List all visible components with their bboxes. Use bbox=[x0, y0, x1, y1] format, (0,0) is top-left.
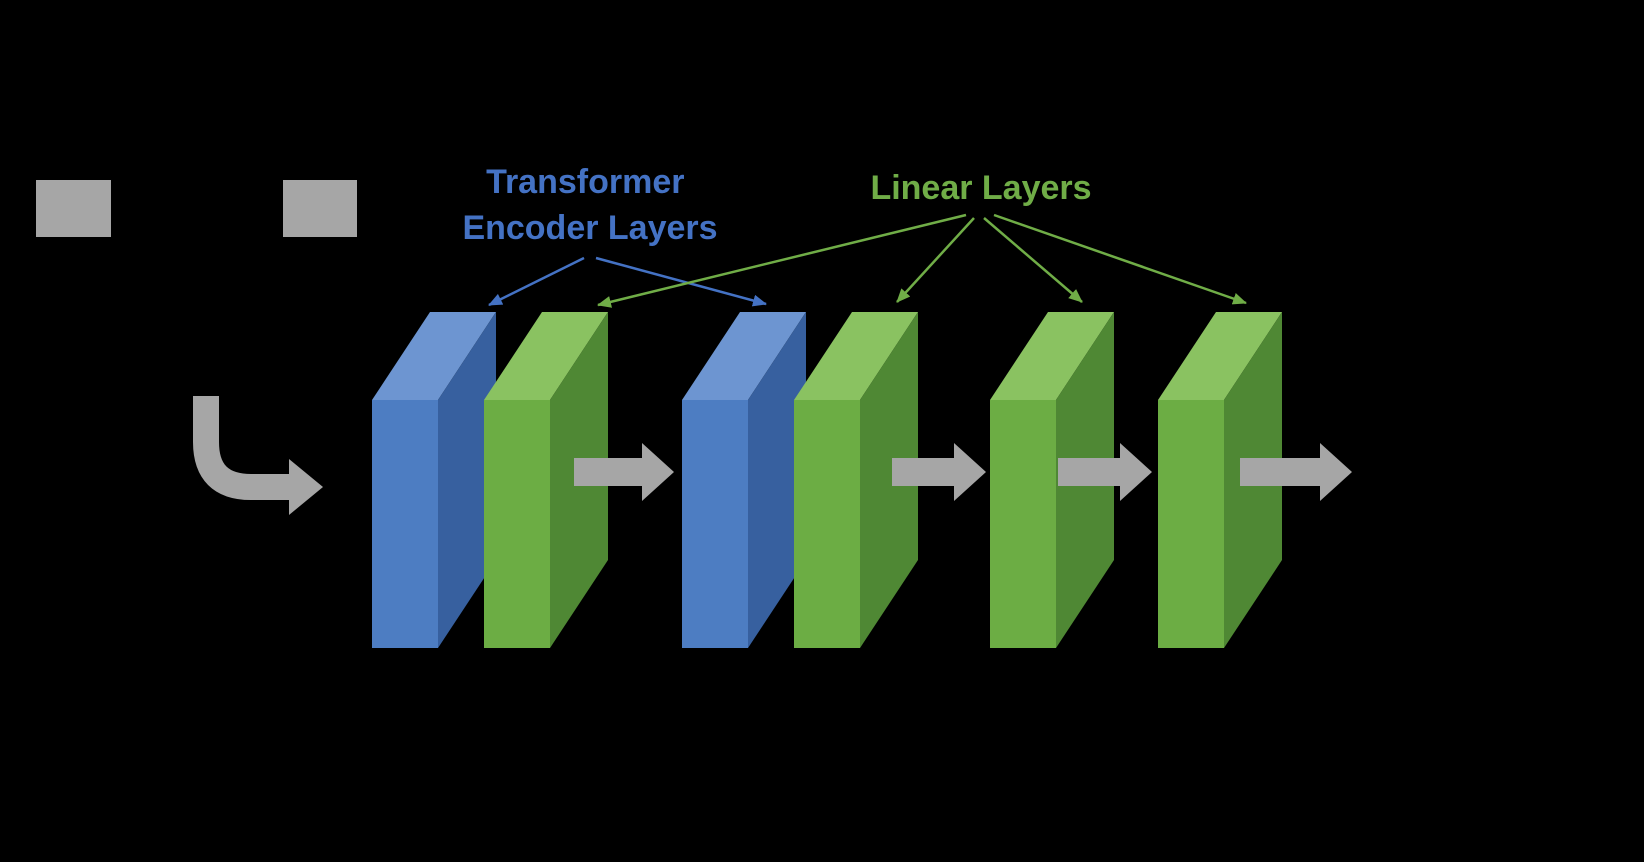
transformer-encoder-block-1 bbox=[372, 312, 496, 648]
input-elbow-arrow-line bbox=[193, 396, 289, 500]
callout-arrow-transformer-to-block-3 bbox=[595, 256, 767, 307]
gray-placeholder-box-2 bbox=[283, 180, 357, 237]
flow-arrow-2 bbox=[892, 443, 986, 501]
block-1-top-face bbox=[372, 312, 496, 400]
block-5-front-face bbox=[990, 400, 1056, 648]
transformer-encoder-block-3 bbox=[682, 312, 806, 648]
linear-layers-label: Linear Layers bbox=[870, 169, 1091, 207]
block-4-side-face bbox=[860, 312, 918, 648]
linear-layer-block-2 bbox=[484, 312, 608, 648]
gray-placeholder-box-1 bbox=[36, 180, 111, 237]
input-elbow-arrow bbox=[193, 396, 323, 515]
flow-arrow-3 bbox=[1058, 443, 1152, 501]
callout-arrow-transformer-to-block-1 bbox=[488, 256, 585, 307]
callout-arrow-linear-to-block-4 bbox=[896, 217, 975, 303]
block-3-front-face bbox=[682, 400, 748, 648]
input-elbow-arrow-head bbox=[289, 459, 323, 515]
block-5-top-face bbox=[990, 312, 1114, 400]
block-3-top-face bbox=[682, 312, 806, 400]
output-flow-arrow bbox=[1240, 443, 1352, 501]
block-4-top-face bbox=[794, 312, 918, 400]
block-6-top-face bbox=[1158, 312, 1282, 400]
linear-layer-block-4 bbox=[794, 312, 918, 648]
block-1-side-face bbox=[438, 312, 496, 648]
block-6-front-face bbox=[1158, 400, 1224, 648]
block-1-front-face bbox=[372, 400, 438, 648]
transformer-encoder-label: Transformer Encoder Layers bbox=[462, 163, 717, 247]
transformer-label-line-1: Transformer bbox=[486, 163, 684, 201]
block-2-front-face bbox=[484, 400, 550, 648]
linear-layer-block-6 bbox=[1158, 312, 1282, 648]
block-2-top-face bbox=[484, 312, 608, 400]
block-4-front-face bbox=[794, 400, 860, 648]
callout-arrow-linear-to-block-2 bbox=[597, 213, 967, 308]
block-3-side-face bbox=[748, 312, 806, 648]
callout-arrow-linear-to-block-6 bbox=[993, 213, 1247, 305]
flow-arrow-1 bbox=[574, 443, 674, 501]
transformer-label-line-2: Encoder Layers bbox=[462, 209, 717, 247]
callout-arrow-linear-to-block-5 bbox=[983, 217, 1083, 303]
